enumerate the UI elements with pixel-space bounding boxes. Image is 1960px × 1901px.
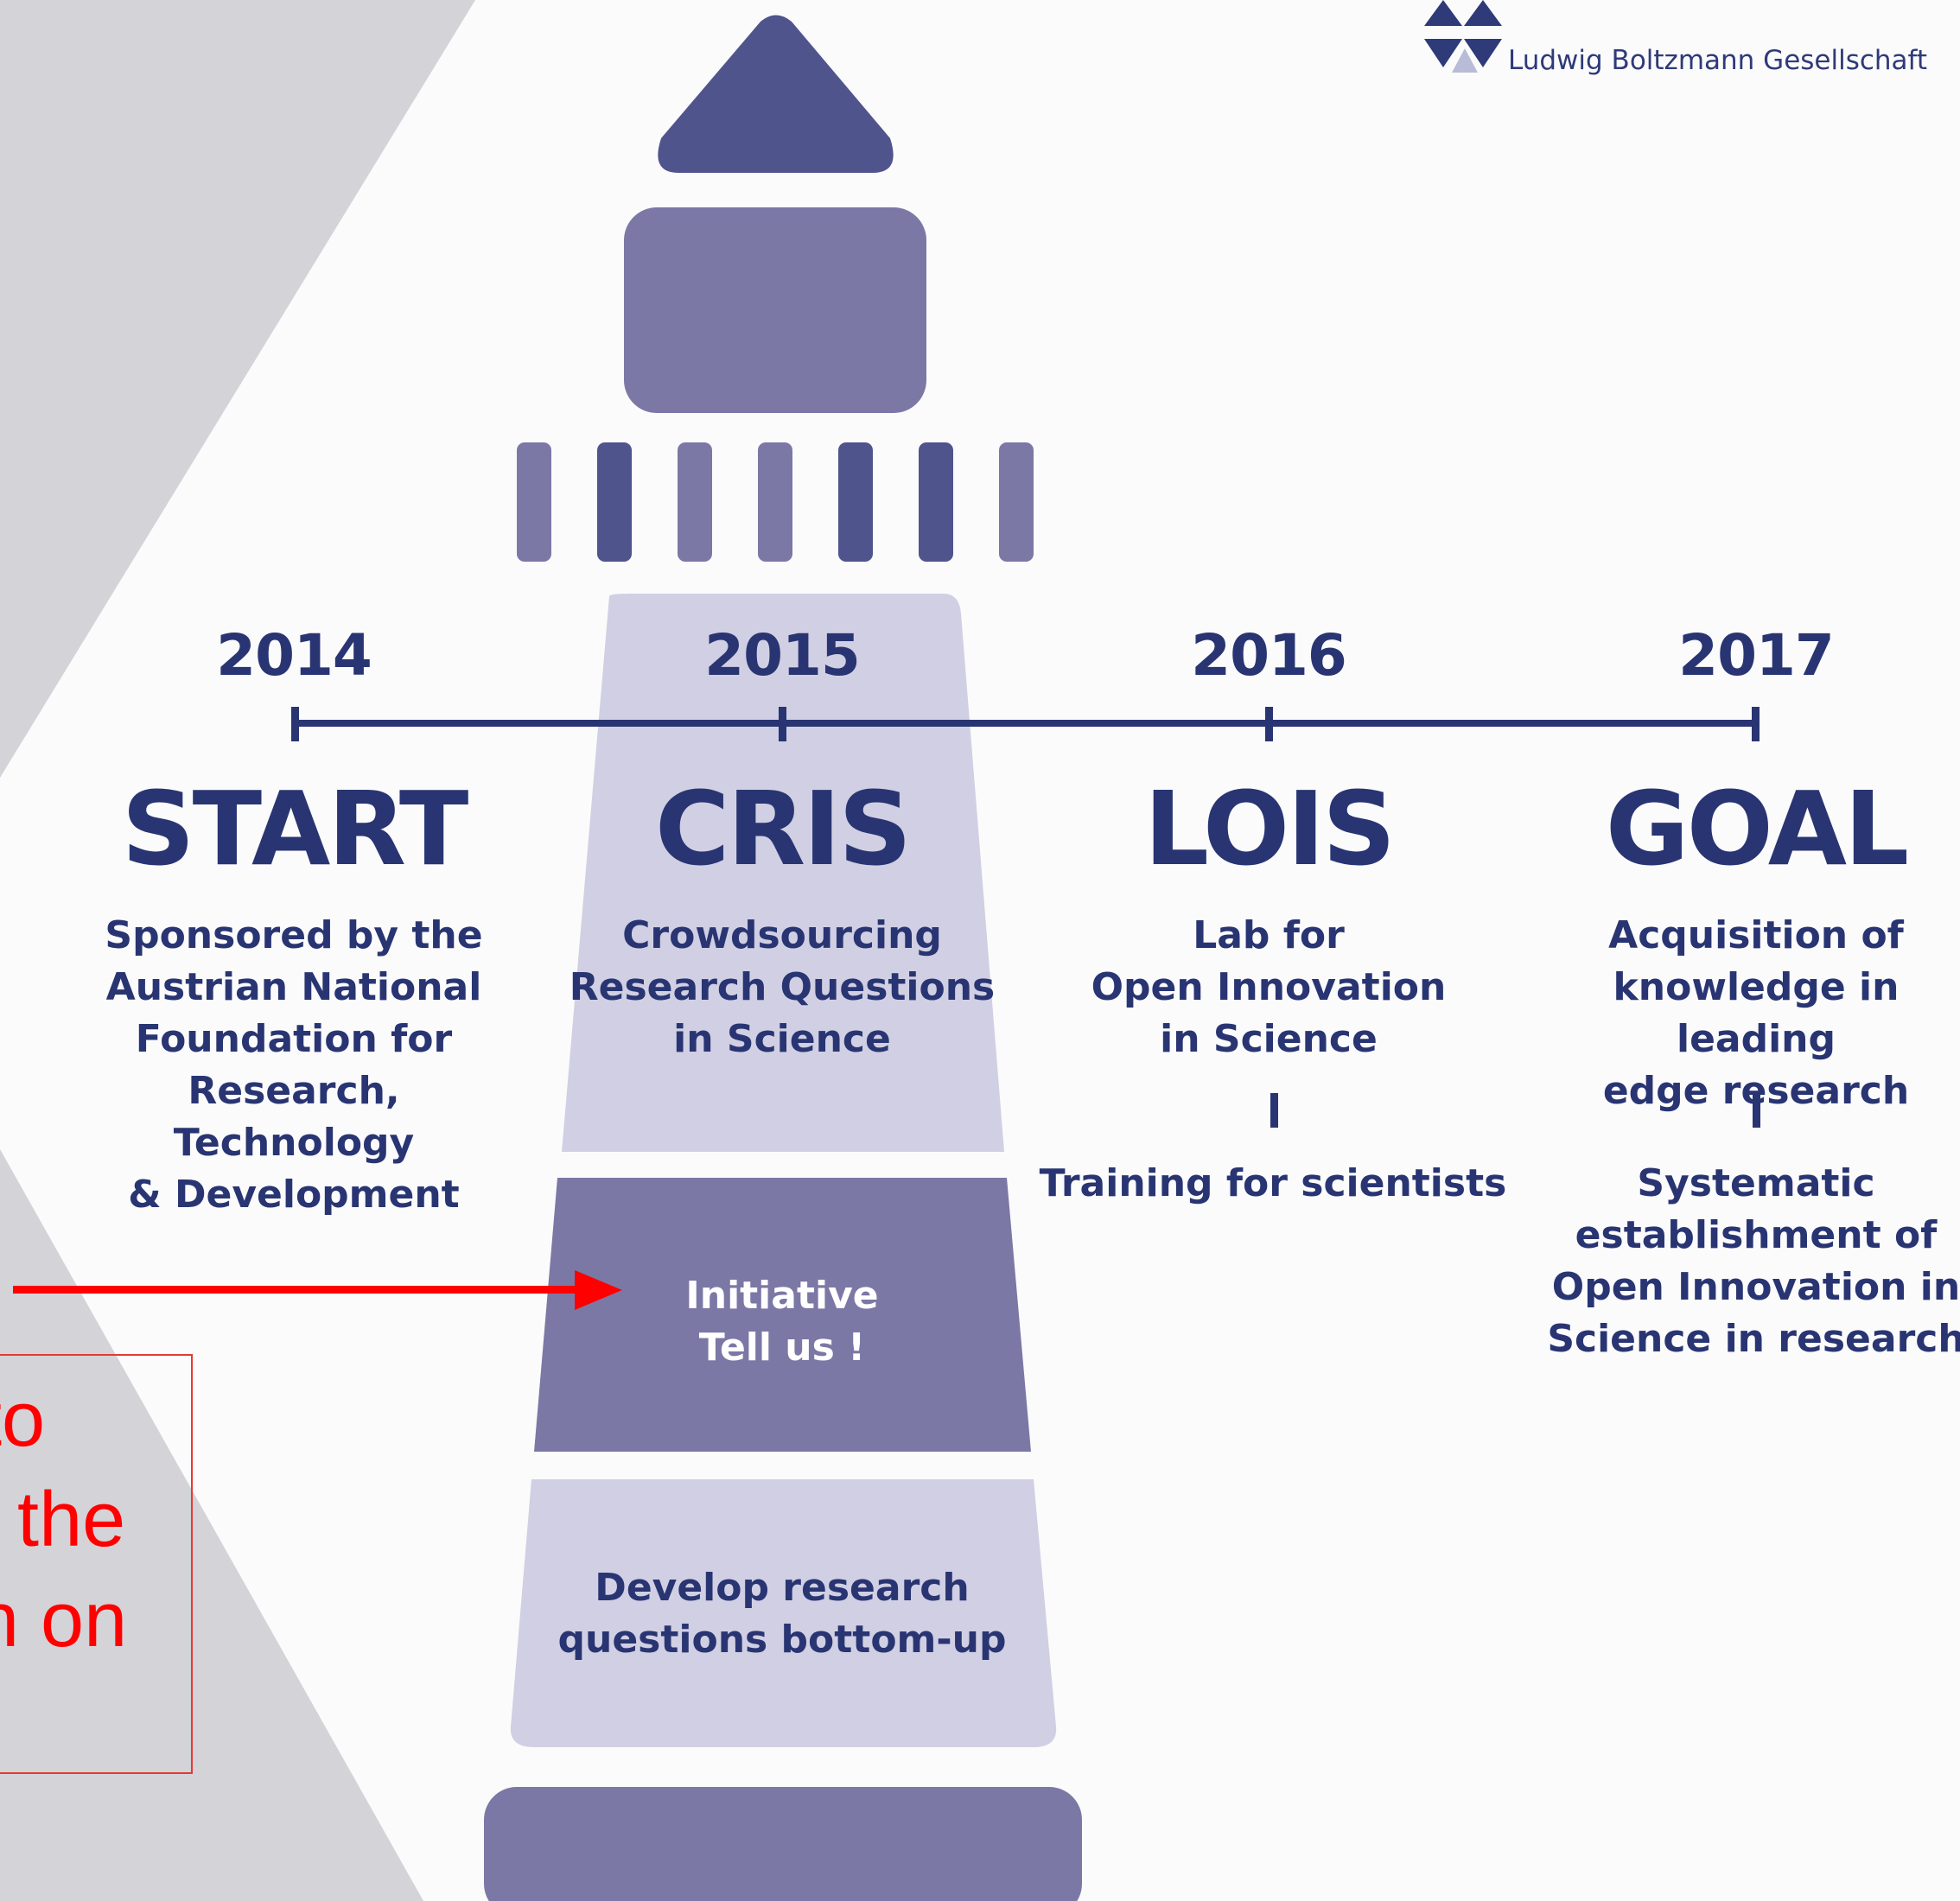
annotation-callout: to e the n on xyxy=(0,1354,193,1774)
gallery-bar xyxy=(838,442,873,562)
lois-follow-up: Training for scientists xyxy=(1014,1158,1532,1210)
tower-upper-section xyxy=(562,594,1004,1152)
year-2014: 2014 xyxy=(216,622,372,689)
description-line: Research Questions xyxy=(569,965,996,1009)
phase-start: START xyxy=(121,769,469,888)
timeline-tick xyxy=(779,707,786,741)
description-line: Crowdsourcing xyxy=(622,913,942,957)
follow-up-line: Open Innovation in xyxy=(1551,1265,1960,1309)
base-line: questions bottom-up xyxy=(557,1618,1007,1662)
timeline-tick xyxy=(1265,707,1273,741)
initiative-block-text: Initiative Tell us ! xyxy=(557,1270,1007,1374)
initiative-line: Initiative xyxy=(685,1274,879,1318)
gallery-bar xyxy=(919,442,953,562)
timeline-axis xyxy=(291,707,1760,741)
lighthouse-roof xyxy=(658,15,894,173)
year-2016: 2016 xyxy=(1191,622,1347,689)
callout-line: to xyxy=(0,1376,46,1463)
description-line: in Science xyxy=(1160,1017,1378,1061)
lighthouse-gallery xyxy=(517,442,1034,562)
arrow-head xyxy=(575,1270,622,1310)
year-2017: 2017 xyxy=(1678,622,1835,689)
org-name: Ludwig Boltzmann Gesellschaft xyxy=(1508,45,1928,76)
base-line: Develop research xyxy=(595,1566,970,1610)
tower-base xyxy=(484,1787,1082,1901)
gallery-bar xyxy=(758,442,792,562)
lbg-triangles-icon xyxy=(1424,0,1502,73)
phase-goal: GOAL xyxy=(1605,769,1910,888)
gallery-bar xyxy=(597,442,632,562)
follow-up-line: Science in research xyxy=(1547,1317,1960,1361)
goal-follow-up: Systematic establishment of Open Innovat… xyxy=(1531,1158,1960,1365)
description-line: Austrian National xyxy=(105,965,482,1009)
year-2015: 2015 xyxy=(704,622,861,689)
description-line: Lab for xyxy=(1193,913,1345,957)
goal-description: Acquisition of knowledge in leading edge… xyxy=(1531,910,1960,1117)
description-line: Foundation for xyxy=(135,1017,453,1061)
timeline-line xyxy=(292,720,1760,727)
tower-initiative-block xyxy=(534,1178,1031,1452)
follow-up-line: Systematic xyxy=(1637,1161,1875,1205)
follow-up-line: Training for scientists xyxy=(1039,1161,1507,1205)
red-arrow xyxy=(13,1270,622,1310)
cris-description: Crowdsourcing Research Questions in Scie… xyxy=(557,910,1007,1065)
description-line: Sponsored by the xyxy=(105,913,483,957)
phase-lois: LOIS xyxy=(1143,769,1396,888)
description-line: edge research xyxy=(1602,1069,1910,1113)
logo-triangle xyxy=(1452,48,1478,73)
gallery-bar xyxy=(678,442,712,562)
logo-triangle xyxy=(1424,39,1462,67)
logo-triangle xyxy=(1424,0,1462,26)
lois-separator xyxy=(1270,1093,1278,1128)
description-line: Research, Technology xyxy=(173,1069,415,1165)
tower-lower-section xyxy=(510,1479,1057,1747)
lois-description: Lab for Open Innovation in Science xyxy=(1044,910,1493,1065)
description-line: knowledge in leading xyxy=(1613,965,1900,1061)
follow-up-line: establishment of xyxy=(1575,1213,1938,1257)
description-line: Open Innovation xyxy=(1091,965,1447,1009)
gallery-bar xyxy=(517,442,551,562)
gallery-bar xyxy=(999,442,1034,562)
base-block-text: Develop research questions bottom-up xyxy=(557,1562,1007,1666)
logo-triangle xyxy=(1464,39,1502,67)
timeline-tick xyxy=(1752,707,1760,741)
description-line: & Development xyxy=(128,1173,460,1217)
timeline-tick xyxy=(291,707,299,741)
callout-line: e the xyxy=(0,1477,126,1563)
start-description: Sponsored by the Austrian National Found… xyxy=(69,910,519,1221)
initiative-line: Tell us ! xyxy=(698,1326,866,1370)
logo-triangle xyxy=(1464,0,1502,26)
arrow-shaft xyxy=(13,1286,583,1294)
callout-line: n on xyxy=(0,1577,128,1663)
lighthouse-lantern xyxy=(624,207,926,413)
goal-separator xyxy=(1753,1093,1760,1128)
description-line: in Science xyxy=(673,1017,891,1061)
description-line: Acquisition of xyxy=(1608,913,1904,957)
phase-cris: CRIS xyxy=(654,769,912,888)
